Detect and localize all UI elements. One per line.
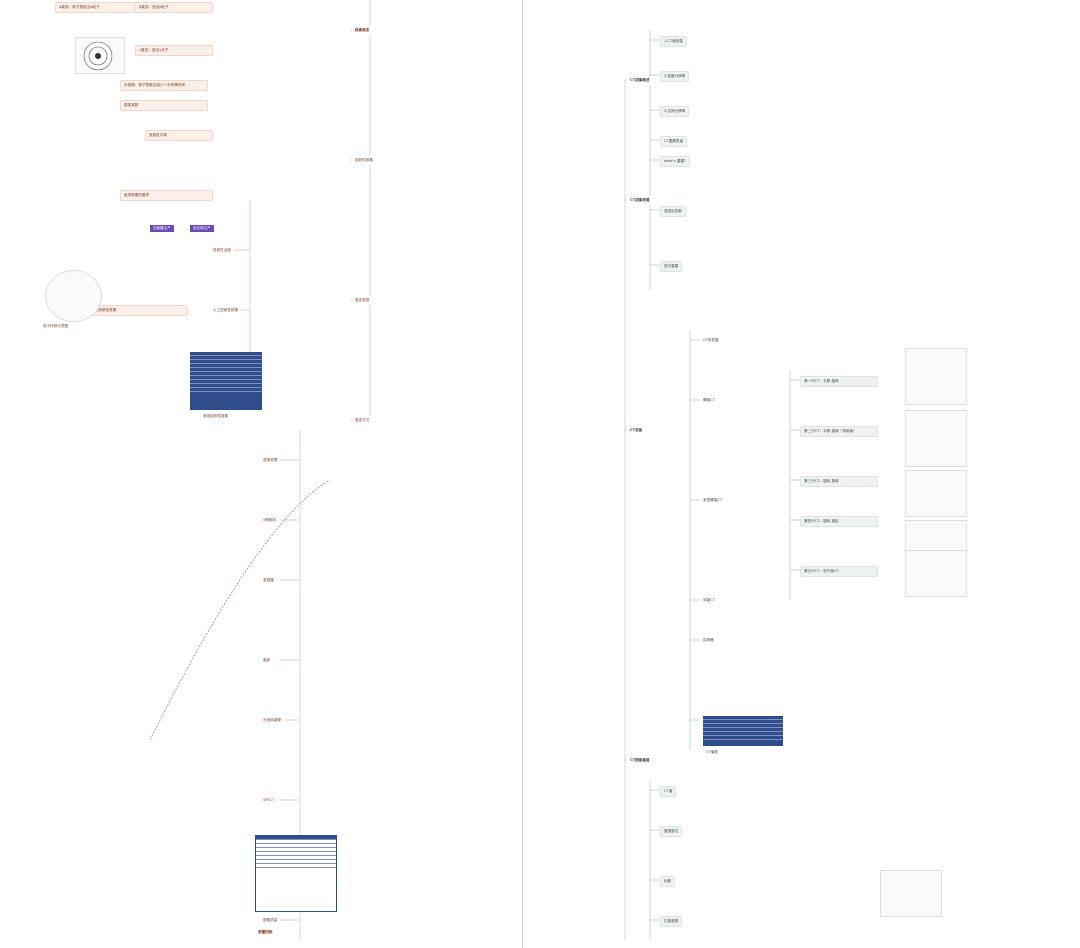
left-branch[interactable]: 核素衰变	[352, 26, 373, 35]
node[interactable]: 窗宽窗位	[660, 826, 683, 837]
right-connectors	[624, 30, 800, 940]
node[interactable]: 滤波反投影	[660, 206, 686, 217]
node[interactable]: what's 重建?	[660, 156, 690, 167]
left-branch[interactable]: 准直器	[260, 576, 277, 585]
right-branch[interactable]: 多层螺旋CT	[700, 496, 726, 505]
right-branch[interactable]: 双能CT	[700, 596, 718, 605]
node[interactable]: 第一代CT：平移-旋转	[800, 376, 878, 387]
electron-capture-diagram	[75, 37, 125, 74]
xray-tube-image	[880, 870, 942, 917]
node[interactable]: 第五代CT：电子束CT	[800, 566, 878, 577]
node[interactable]: 2.密度分辨率	[660, 71, 690, 82]
right-branch[interactable]: CT成像原理	[627, 196, 653, 205]
left-branch[interactable]: 光电倍增管	[260, 716, 284, 725]
left-branch[interactable]: 质量控制	[255, 928, 276, 937]
left-branch[interactable]: 图像质量	[260, 916, 281, 925]
section-divider	[522, 0, 523, 948]
left-branch[interactable]: γ照相机	[260, 516, 279, 525]
detector-image	[45, 270, 102, 322]
left-branch[interactable]: 放射性活度	[210, 246, 234, 255]
node[interactable]: 第二代CT：平移-旋转（窄扇束）	[800, 426, 878, 437]
node[interactable]: 1.CT值测量	[660, 36, 687, 47]
note: 衰变常数	[120, 100, 208, 111]
ct-gen2-image	[905, 410, 967, 467]
ct-value-table	[703, 716, 783, 746]
ct-gen3-image	[905, 470, 967, 517]
left-branch[interactable]: 显像原理	[260, 456, 281, 465]
node[interactable]: CT值	[660, 786, 677, 797]
node[interactable]: 第三代CT：旋转-旋转	[800, 476, 878, 487]
right-branch[interactable]: CT图像重建	[627, 756, 653, 765]
label-tag: 加速器生产	[150, 225, 174, 232]
lower-table	[255, 835, 337, 912]
node[interactable]: CT图像质量	[660, 136, 688, 147]
node[interactable]: 伪影	[660, 876, 676, 887]
ct-gen1-image	[905, 348, 967, 405]
right-branch[interactable]: CT的发展	[700, 336, 722, 345]
right-branch[interactable]: 螺旋CT	[700, 396, 718, 405]
note: β衰变：放出β粒子	[135, 2, 213, 13]
node[interactable]: 扫描参数	[660, 916, 683, 927]
right-branch[interactable]: 探测器	[700, 636, 717, 645]
left-branch[interactable]: 人工放射性核素	[210, 306, 242, 315]
node[interactable]: 第四代CT：旋转-固定	[800, 516, 878, 527]
node[interactable]: 迭代重建	[660, 261, 683, 272]
figure-caption: 电子俘获示意图	[40, 322, 72, 331]
left-branch[interactable]: 晶体	[260, 656, 274, 665]
right-branch[interactable]: CT设备	[627, 426, 646, 435]
left-branch[interactable]: 衰变方式	[352, 416, 373, 425]
note: 放射性平衡	[145, 130, 213, 141]
table-caption: 常用放射性核素	[200, 412, 232, 421]
note: 半衰期：原子核数目减少一半所需时间	[120, 80, 208, 91]
ct-gen5-image	[905, 550, 967, 597]
node[interactable]: 3.空间分辨率	[660, 106, 690, 117]
table-caption: CT值表	[703, 748, 721, 757]
left-branch[interactable]: 衰变类型	[352, 296, 373, 305]
note: γ衰变：放出γ光子	[135, 45, 213, 56]
note: α衰变：原子核放出α粒子	[55, 2, 138, 13]
label-tag: 反应堆生产	[190, 225, 214, 232]
nuclide-table	[190, 352, 262, 410]
right-branch[interactable]: CT成像概述	[627, 76, 653, 85]
note: 医用核素的要求	[120, 190, 213, 201]
left-branch[interactable]: 放射性核素	[352, 156, 376, 165]
left-branch[interactable]: SPECT	[260, 796, 278, 805]
